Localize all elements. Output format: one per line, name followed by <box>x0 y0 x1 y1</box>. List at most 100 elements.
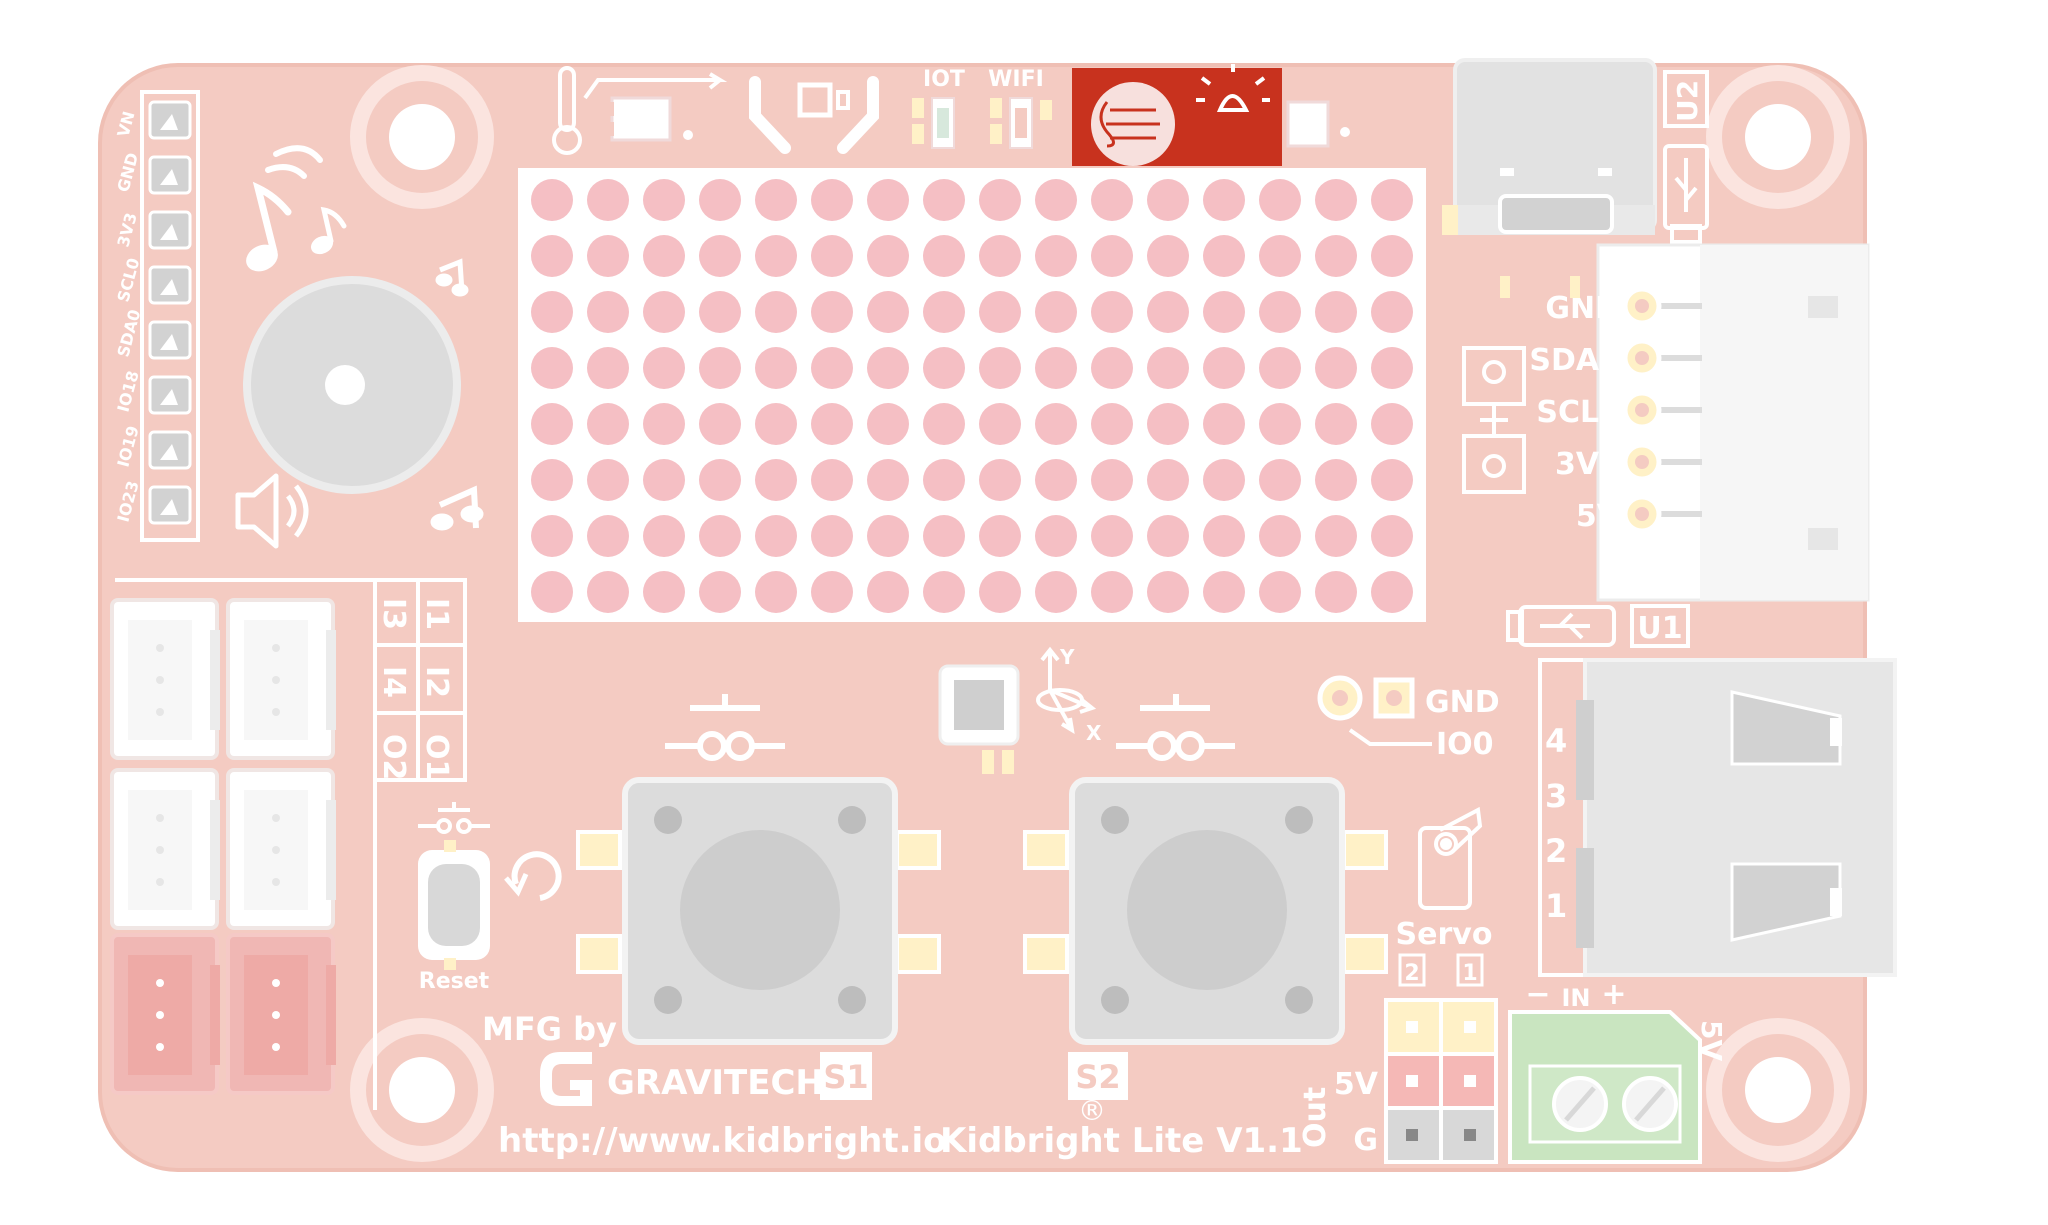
s1-pushbutton[interactable] <box>576 777 941 1045</box>
reset-button[interactable] <box>418 840 490 970</box>
led-dot <box>1259 459 1301 501</box>
header-pin-leg <box>1640 511 1702 517</box>
mounting-hole-top-right <box>1706 65 1850 209</box>
right-header-label: 3V3 <box>1555 447 1620 482</box>
pin-marker <box>160 169 178 185</box>
led-dot <box>1147 179 1189 221</box>
led-dot <box>923 459 965 501</box>
header-pin-leg <box>1640 407 1702 413</box>
led-dot <box>979 347 1021 389</box>
led-dot <box>1091 403 1133 445</box>
u1-label-box <box>1630 604 1690 648</box>
s2-pushbutton[interactable] <box>1023 777 1388 1045</box>
led-dot <box>1315 515 1357 557</box>
led-dot <box>643 179 685 221</box>
light-sensor-ldr <box>1072 64 1282 166</box>
servo-icon <box>1418 806 1483 910</box>
led-dot <box>1259 571 1301 613</box>
io-port-connector[interactable] <box>110 598 220 760</box>
led-dot <box>1203 459 1245 501</box>
smd-part <box>1570 276 1580 298</box>
led-dot <box>1035 459 1077 501</box>
reset-arrow-icon <box>504 851 562 901</box>
mounting-hole-bottom-left <box>350 1018 494 1162</box>
led-dot <box>1035 571 1077 613</box>
led-dot <box>755 179 797 221</box>
left-pin-header <box>140 90 200 542</box>
mounting-hole-top-left <box>350 65 494 209</box>
led-dot <box>1147 347 1189 389</box>
led-dot <box>699 291 741 333</box>
io-port-connector[interactable] <box>110 768 220 930</box>
led-dot <box>755 235 797 277</box>
s2-label: S2 <box>1075 1058 1120 1096</box>
in-label: IN <box>1561 984 1590 1012</box>
led-dot <box>867 179 909 221</box>
led-dot <box>531 571 573 613</box>
led-dot <box>587 515 629 557</box>
led-dot <box>1203 235 1245 277</box>
pin-marker <box>160 114 178 130</box>
led-dot <box>755 403 797 445</box>
header-pin-leg <box>1640 459 1702 465</box>
temp-sensor-arrow <box>583 72 728 100</box>
led-dot <box>1315 347 1357 389</box>
in-minus-label: − <box>1525 977 1550 1012</box>
led-dot <box>1315 403 1357 445</box>
led-dot <box>531 403 573 445</box>
out-g-label: G <box>1353 1123 1378 1158</box>
servo-2-label: 2 <box>1404 961 1419 986</box>
led-dot <box>1203 347 1245 389</box>
servo-1-label: 1 <box>1462 961 1477 986</box>
led-dot <box>811 403 853 445</box>
led-dot <box>867 291 909 333</box>
gravitech-logo-text: GRAVITECH <box>607 1063 824 1103</box>
led-dot <box>979 179 1021 221</box>
led-dot <box>1259 347 1301 389</box>
io-label: O2 <box>376 734 411 780</box>
led-dot <box>531 179 573 221</box>
led-dot <box>1035 347 1077 389</box>
power-terminal-block <box>1508 1010 1702 1164</box>
u1-label: U1 <box>1637 611 1682 646</box>
led-dot <box>1371 235 1413 277</box>
led-dot <box>643 459 685 501</box>
led-dot <box>1035 291 1077 333</box>
accelerometer-icon <box>1036 646 1097 734</box>
led-dot <box>587 571 629 613</box>
led-dot <box>643 571 685 613</box>
led-dot <box>1315 179 1357 221</box>
led-dot <box>979 571 1021 613</box>
led-dot <box>699 235 741 277</box>
led-dot <box>755 347 797 389</box>
led-dot <box>1147 515 1189 557</box>
led-dot <box>979 403 1021 445</box>
iot-wifi-leds <box>912 97 1052 149</box>
wifi-label: WIFI <box>988 67 1044 92</box>
led-dot <box>699 515 741 557</box>
led-dot <box>811 515 853 557</box>
led-dot <box>643 291 685 333</box>
led-dot <box>699 347 741 389</box>
u2-label: U2 <box>1671 80 1704 122</box>
io-label: I3 <box>376 598 411 630</box>
i2c-switch-symbol <box>1462 346 1526 494</box>
io-port-connector[interactable] <box>110 933 220 1095</box>
io-port-connector[interactable] <box>226 768 336 930</box>
pin-marker <box>160 444 178 460</box>
mfg-by-label: MFG by <box>482 1010 617 1048</box>
io-port-connector[interactable] <box>226 598 336 760</box>
gnd-pad-label: GND <box>1425 685 1500 720</box>
thermometer-icon <box>552 66 582 155</box>
right-header-label: SDA1 <box>1529 343 1620 378</box>
usb-pin-label: 4 <box>1545 722 1567 760</box>
button-icon <box>665 694 785 761</box>
servo-label: Servo <box>1396 917 1493 952</box>
s1-label-box <box>820 1052 872 1100</box>
led-dot <box>923 571 965 613</box>
registered-mark: ® <box>1078 1094 1106 1127</box>
s2-label-box <box>1068 1052 1128 1100</box>
led-dot <box>1147 571 1189 613</box>
led-dot <box>811 571 853 613</box>
io-port-connector[interactable] <box>226 933 336 1095</box>
